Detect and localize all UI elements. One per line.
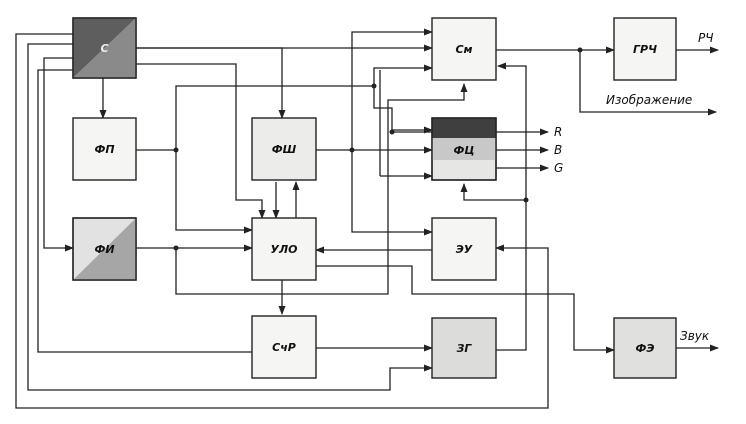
output-r-label: R xyxy=(554,125,562,139)
block-fsh: ФШ xyxy=(251,117,317,181)
block-eu-label: ЭУ xyxy=(456,243,473,256)
block-s: С xyxy=(72,17,137,79)
block-grch: ГРЧ xyxy=(613,17,677,81)
output-b-label: B xyxy=(554,143,562,157)
block-chr-label: СчР xyxy=(272,341,296,354)
connections xyxy=(15,28,719,409)
block-s-label: С xyxy=(100,42,108,55)
block-eu: ЭУ xyxy=(431,217,497,281)
block-ulo: УЛО xyxy=(251,217,317,281)
block-fts: ФЦ xyxy=(431,117,497,181)
block-fe: ФЭ xyxy=(613,317,677,379)
output-sound-label: Звук xyxy=(680,329,710,343)
block-fp-label: ФП xyxy=(94,143,114,156)
block-zg-label: ЗГ xyxy=(457,342,473,355)
output-image-label: Изображение xyxy=(606,93,692,107)
block-grch-label: ГРЧ xyxy=(633,43,657,56)
output-rch-label: РЧ xyxy=(698,31,713,45)
block-chr: СчР xyxy=(251,315,317,379)
block-fts-label: ФЦ xyxy=(453,144,474,157)
block-sm-label: См xyxy=(455,43,472,56)
block-fp: ФП xyxy=(72,117,137,181)
block-fsh-label: ФШ xyxy=(272,143,297,156)
block-ulo-label: УЛО xyxy=(271,243,298,256)
block-zg: ЗГ xyxy=(431,317,497,379)
block-sm: См xyxy=(431,17,497,81)
block-fe-label: ФЭ xyxy=(636,342,655,355)
block-fi-label: ФИ xyxy=(94,243,114,256)
output-g-label: G xyxy=(554,161,563,175)
block-fi: ФИ xyxy=(72,217,137,281)
